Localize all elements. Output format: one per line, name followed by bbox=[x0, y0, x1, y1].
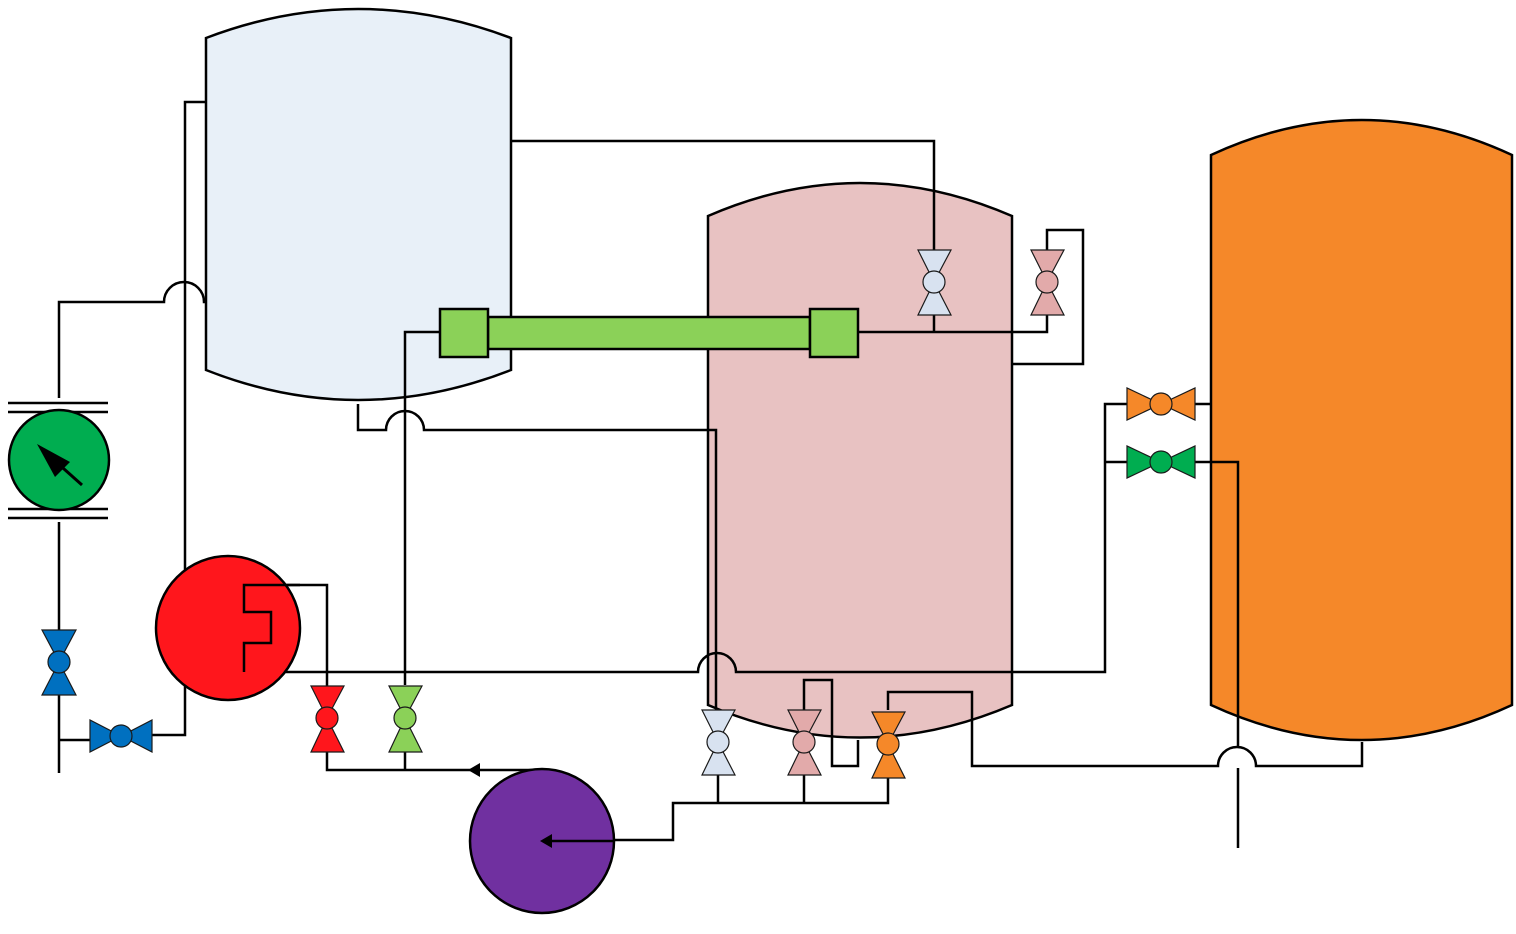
valve-red[interactable] bbox=[310, 685, 345, 753]
flow-arrow-icon bbox=[468, 763, 480, 777]
pump-icon[interactable] bbox=[468, 767, 616, 915]
filter-icon[interactable] bbox=[154, 554, 302, 702]
tank-orange bbox=[1209, 118, 1514, 742]
valve-green-horizontal[interactable] bbox=[1126, 445, 1196, 479]
flow-meter-arrow-icon bbox=[37, 444, 70, 477]
flow-meter-icon[interactable] bbox=[7, 401, 111, 520]
valve-blue-vertical[interactable] bbox=[41, 629, 77, 696]
valve-pink-bottom[interactable] bbox=[787, 709, 822, 776]
valve-orange-horizontal[interactable] bbox=[1126, 387, 1196, 421]
valve-light-blue-bottom[interactable] bbox=[701, 709, 736, 776]
heat-exchanger[interactable] bbox=[438, 307, 860, 359]
heat-exchanger-tube bbox=[486, 315, 812, 351]
heat-exchanger-left-head bbox=[438, 307, 490, 359]
valve-light-green[interactable] bbox=[388, 685, 423, 753]
filter-body bbox=[154, 554, 302, 702]
valve-blue-horizontal[interactable] bbox=[89, 719, 153, 753]
valve-pink-top[interactable] bbox=[1030, 249, 1065, 316]
tank-light-blue bbox=[204, 7, 513, 402]
valve-light-blue-top[interactable] bbox=[917, 249, 952, 316]
valve-orange-bottom[interactable] bbox=[871, 711, 906, 779]
pump-arrow-icon bbox=[540, 834, 552, 848]
tank-pink bbox=[706, 181, 1014, 739]
heat-exchanger-right-head bbox=[808, 307, 860, 359]
